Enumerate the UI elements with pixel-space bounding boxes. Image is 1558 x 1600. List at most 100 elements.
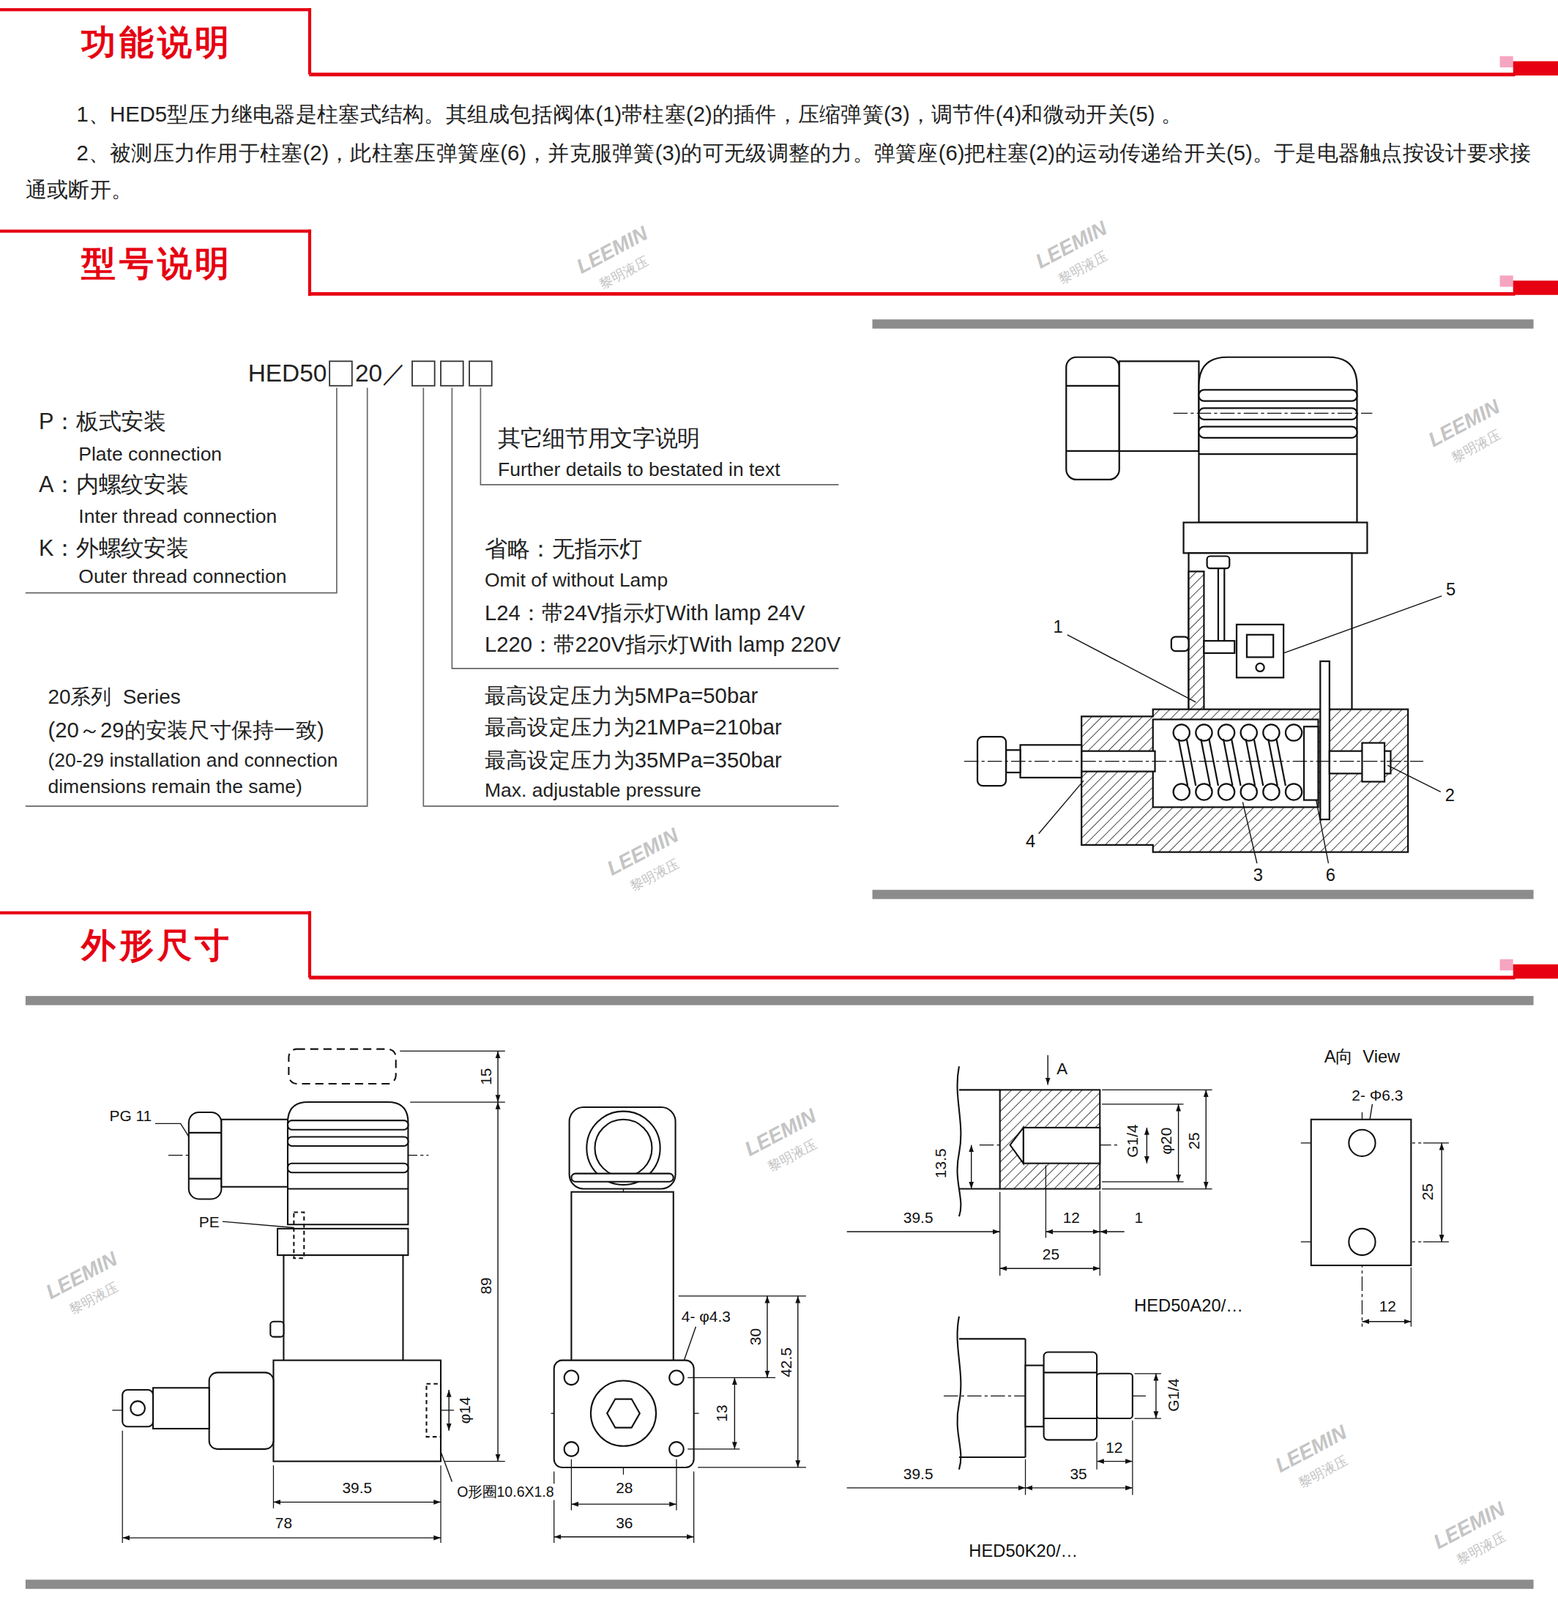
front-view <box>590 1380 656 1446</box>
section-rule <box>1500 275 1514 287</box>
dimension-line <box>497 1101 498 1462</box>
side-view <box>188 1178 222 1180</box>
pressure-switch-section <box>1195 783 1212 800</box>
extension-line <box>1101 1103 1184 1105</box>
extension-line <box>678 1295 807 1296</box>
extension-line <box>440 1465 441 1543</box>
section-rule <box>1500 56 1514 68</box>
dimension-label: G1/4 <box>1123 1122 1142 1160</box>
pressure-switch-section <box>1276 738 1286 786</box>
pressure-switch-section <box>1361 743 1385 782</box>
pressure-switch-section <box>1218 724 1235 741</box>
dimension-line <box>571 1503 677 1504</box>
section-rule <box>308 975 1515 980</box>
dimension-label: φ20 <box>1157 1125 1176 1157</box>
dimension-line <box>497 1050 498 1102</box>
dimension-label: 12 <box>1103 1437 1125 1456</box>
dimension-label: 25 <box>1040 1245 1062 1263</box>
pressure-switch-section <box>1254 738 1264 786</box>
external-thread-view <box>1096 1373 1133 1419</box>
side-view <box>122 1389 154 1427</box>
pressure-switch-section <box>1198 407 1357 419</box>
pressure-switch-section <box>1173 724 1303 800</box>
extension-line <box>1134 1417 1162 1419</box>
bracket-line <box>25 388 337 594</box>
extension-line <box>399 1050 506 1052</box>
external-thread-view <box>1025 1365 1045 1427</box>
pressure-switch-section <box>1171 636 1189 652</box>
external-thread-view <box>957 1316 1133 1470</box>
front-view <box>554 1360 695 1468</box>
pressure-switch-section <box>1240 783 1258 800</box>
external-thread-view <box>959 1337 1026 1340</box>
pressure-switch-section <box>1081 709 1408 853</box>
section-tab: 外形尺寸 <box>0 910 312 978</box>
pressure-switch-section <box>1207 556 1230 569</box>
extension-line <box>1101 1180 1184 1182</box>
pressure-switch-section <box>1223 738 1233 786</box>
side-view <box>293 1212 304 1259</box>
model-code-label: 最高设定压力为21MPa=210bar <box>484 715 782 741</box>
section-rule <box>1500 959 1514 971</box>
model-code-label: P：板式安装 <box>38 408 167 435</box>
model-code-label: dimensions remain the same) <box>47 775 302 798</box>
panel-bar <box>25 1579 1534 1589</box>
leader-line <box>1283 595 1442 654</box>
pressure-switch-section <box>1223 568 1225 641</box>
leader-line <box>1316 800 1329 864</box>
model-code-label: (20-29 installation and connection <box>47 748 338 771</box>
bracket-line <box>25 388 840 807</box>
front-view <box>594 1119 652 1177</box>
section-rule <box>1513 280 1558 296</box>
leader-line <box>1242 801 1258 864</box>
extension-line <box>1101 1188 1213 1189</box>
external-thread-view <box>1044 1351 1097 1440</box>
center-line <box>964 760 1424 762</box>
model-code-label: L220：带220V指示灯With lamp 220V <box>484 632 841 658</box>
model-code-label: K：外螺纹安装 <box>38 535 189 561</box>
dimension-line <box>734 1377 736 1449</box>
front-view <box>606 1399 640 1428</box>
bracket-line <box>423 388 839 807</box>
dimension-label: PG 11 <box>107 1106 154 1124</box>
side-view <box>188 1131 222 1134</box>
code-box <box>329 360 353 386</box>
extension-line <box>410 1101 506 1102</box>
pressure-switch-section <box>1246 634 1274 658</box>
pressure-switch-section <box>1198 389 1357 401</box>
dimension-line <box>1205 1089 1207 1189</box>
extension-line <box>122 1430 123 1543</box>
side-view <box>153 1387 210 1429</box>
internal-thread-view <box>1023 1127 1101 1164</box>
port-face-view <box>1311 1119 1412 1266</box>
extension-line <box>1134 1372 1162 1374</box>
model-code-label: (20～29的安装尺寸保持一致) <box>47 718 324 744</box>
pressure-switch-section <box>1240 724 1258 741</box>
callout-number: 2 <box>1443 785 1457 806</box>
extension-line <box>571 1459 572 1511</box>
model-code-label: 最高设定压力为35MPa=350bar <box>484 747 782 773</box>
extension-line <box>1045 1164 1047 1238</box>
dimension-label: φ14 <box>455 1394 473 1426</box>
extension-line <box>122 1050 1449 1543</box>
extension-line <box>1131 1420 1133 1496</box>
side-view <box>287 1187 408 1189</box>
pressure-switch-section <box>1320 661 1330 820</box>
model-code-label: Further details to bestated in text <box>497 458 781 481</box>
pressure-switch-section <box>1285 724 1302 741</box>
front-view <box>571 1191 673 1363</box>
side-view <box>287 1163 408 1173</box>
extension-line <box>675 1459 677 1511</box>
code-box <box>412 360 435 386</box>
model-code-label: 省略：无指示灯 <box>484 535 643 562</box>
extension-line <box>697 1466 807 1468</box>
dimension-line <box>122 1536 441 1538</box>
dimension-label: 25 <box>1184 1130 1203 1152</box>
section-title: 外形尺寸 <box>0 914 233 976</box>
callout-number: 1 <box>1051 617 1066 637</box>
pressure-switch-section <box>1218 783 1235 800</box>
pressure-switch-section <box>1246 738 1256 786</box>
dimension-label: 25 <box>1418 1180 1437 1203</box>
side-view <box>288 1049 396 1084</box>
pressure-switch-section <box>977 357 1408 853</box>
